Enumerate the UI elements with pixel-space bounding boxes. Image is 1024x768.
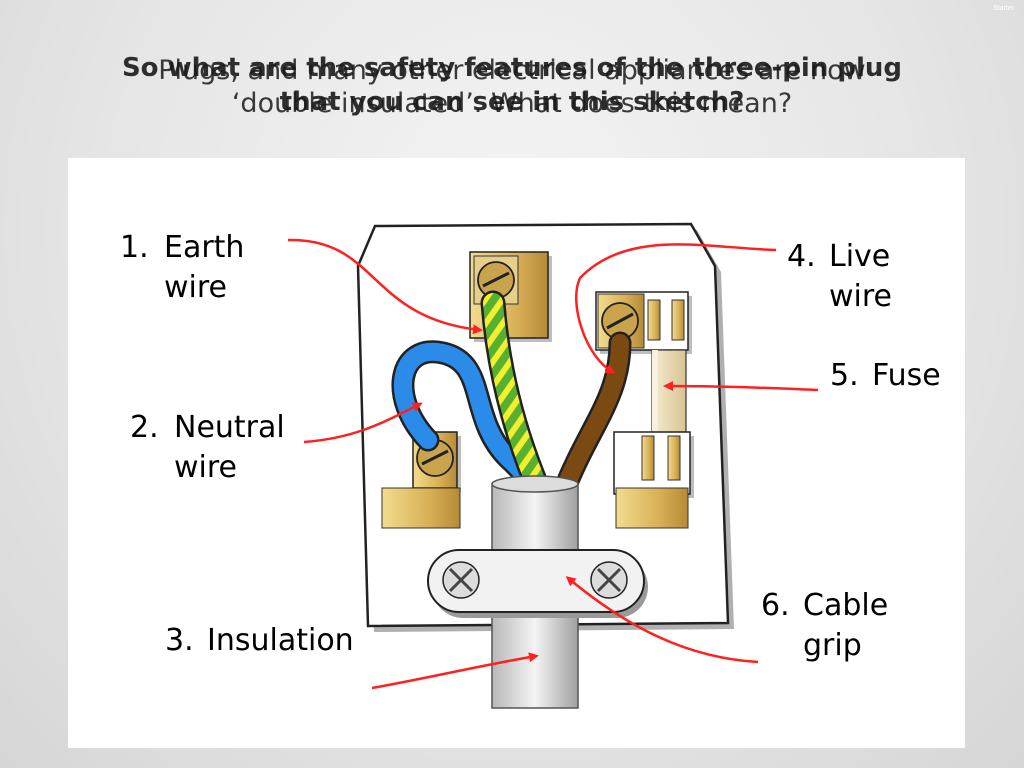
label-live-wire: 4. Live wire <box>787 237 892 317</box>
pointer-arrows <box>287 238 819 690</box>
title-line-1: Plugs, and many other electrical applian… <box>158 55 866 86</box>
label-text: Cable <box>803 588 889 623</box>
plug-diagram <box>287 222 819 709</box>
title-question-double-insulated: Plugs, and many other electrical applian… <box>0 55 1024 119</box>
slide-tag: Starter <box>992 5 1014 12</box>
title-line-2: ‘double insulated’. What does this mean? <box>231 88 793 120</box>
label-number: 5. <box>830 358 859 393</box>
label-text: Live <box>829 239 891 274</box>
label-text: Fuse <box>872 358 941 393</box>
earth-arrow <box>287 238 483 335</box>
fuse-lower-clip <box>613 431 694 529</box>
cable-grip <box>427 549 648 618</box>
label-text-2: wire <box>829 279 893 314</box>
neutral-arrow <box>303 402 423 444</box>
label-cable-grip: 6. Cable grip <box>761 586 888 666</box>
label-number: 1. <box>120 230 149 265</box>
label-fuse: 5. Fuse <box>830 356 941 396</box>
fuse <box>651 349 687 437</box>
title-line-1: So what are the safety features of the t… <box>121 53 903 83</box>
label-text: Earth <box>164 230 245 265</box>
label-number: 4. <box>787 239 816 274</box>
live-wire <box>551 331 632 505</box>
label-text-2: grip <box>803 628 862 663</box>
label-insulation: 3. Insulation <box>165 621 354 661</box>
live-arrow <box>575 243 777 374</box>
earth-wire <box>480 290 551 501</box>
label-neutral-wire: 2. Neutral wire <box>130 408 285 488</box>
label-text: Neutral <box>174 410 285 445</box>
label-earth-wire: 1. Earth wire <box>120 228 244 308</box>
fuse-arrow <box>663 381 819 392</box>
cable-grip-arrow <box>565 576 759 664</box>
label-number: 2. <box>130 410 159 445</box>
label-text: Insulation <box>207 623 354 658</box>
label-text-2: wire <box>164 270 228 305</box>
label-number: 6. <box>761 588 790 623</box>
title-line-2: that you can see in this sketch? <box>279 86 745 117</box>
label-text-2: wire <box>174 450 238 485</box>
insulation-arrow <box>371 652 539 690</box>
title-question-safety-features: So what are the safety features of the t… <box>0 53 1024 118</box>
plug-diagram-panel: 1. Earth wire 2. Neutral wire 3. Insulation… <box>68 158 965 748</box>
live-terminal <box>595 291 692 354</box>
label-number: 3. <box>165 623 194 658</box>
